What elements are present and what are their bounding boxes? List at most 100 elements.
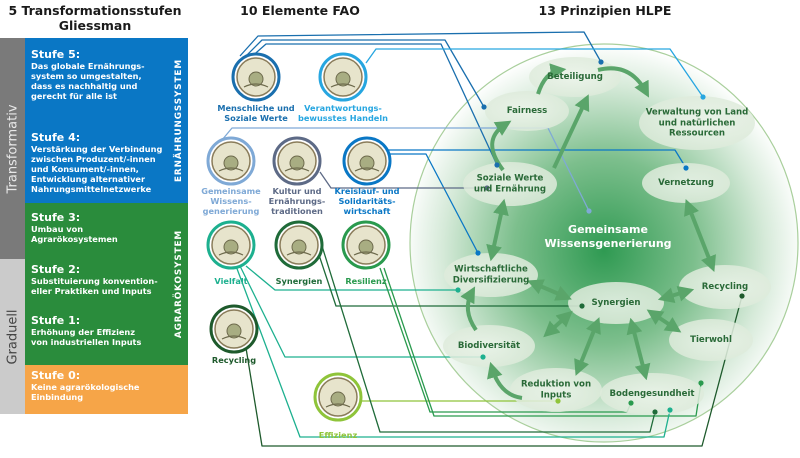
fao-element-verantwortungs-bewusstes-handeln bbox=[318, 52, 368, 102]
connector-line bbox=[247, 43, 498, 166]
principle-ellipse bbox=[639, 96, 755, 150]
principle-arrow bbox=[543, 310, 573, 338]
connector-dot bbox=[698, 380, 704, 386]
fao-element-menschliche-und-soziale-werte bbox=[231, 52, 281, 102]
stage-0: Stufe 0: Keine agrarökologische Einbindu… bbox=[31, 369, 171, 402]
principle-bodengesundheit: Bodengesundheit bbox=[609, 388, 695, 399]
connector-line bbox=[319, 171, 487, 189]
connector-dot bbox=[586, 208, 592, 214]
principle-verwaltung-von-land-und-natuerlichen-ressourcen: Verwaltung von Land und natürlichen Ress… bbox=[645, 107, 749, 139]
principle-ellipse bbox=[443, 325, 535, 367]
fao-element-recycling bbox=[209, 304, 259, 354]
fao-element-resilienz bbox=[341, 220, 391, 270]
connector-dot bbox=[628, 400, 634, 406]
fao-label: Kreislauf- und Solidaritäts- wirtschaft bbox=[334, 186, 400, 216]
principle-arrow bbox=[574, 317, 601, 376]
stage-5: Stufe 5: Das globale Ernährungs- system … bbox=[31, 48, 171, 101]
principle-beteiligung: Beteiligung bbox=[547, 71, 603, 82]
apple-cycle-icon bbox=[354, 155, 380, 172]
fao-label: Recycling bbox=[211, 355, 257, 365]
stage-title: Stufe 4: bbox=[31, 131, 81, 144]
principle-ellipse bbox=[568, 282, 664, 324]
principle-ellipse bbox=[463, 162, 557, 206]
transformativ-band: Transformativ bbox=[0, 38, 25, 259]
principle-ellipse bbox=[600, 373, 704, 415]
connector-line bbox=[243, 39, 485, 108]
sun-sprout-icon bbox=[353, 239, 379, 256]
connector-dot bbox=[598, 59, 604, 65]
stage-desc: Verstärkung der Verbindung zwischen Prod… bbox=[31, 144, 163, 194]
principle-arrow bbox=[460, 286, 478, 332]
stage-desc: Erhöhung der Effizienz von industriellen… bbox=[31, 327, 142, 347]
principle-arrow bbox=[684, 199, 716, 272]
stage-desc: Substituierung konvention- eller Praktik… bbox=[31, 276, 158, 296]
connector-dot bbox=[700, 94, 706, 100]
principle-reduktion-von-inputs: Reduktion von Inputs bbox=[520, 379, 592, 401]
principle-arrow bbox=[646, 309, 682, 333]
fao-label: Menschliche und Soziale Werte bbox=[217, 103, 295, 123]
principle-arrow bbox=[487, 361, 523, 400]
fao-element-kultur-und-ernaehrungs-traditionen bbox=[272, 136, 322, 186]
connector-dot bbox=[480, 354, 486, 360]
gears-icon bbox=[286, 239, 312, 256]
stage-title: Stufe 0: bbox=[31, 369, 81, 382]
connector-line bbox=[321, 245, 656, 433]
stage-1: Stufe 1: Erhöhung der Effizienz von indu… bbox=[31, 314, 171, 347]
no-integration-box: Stufe 0: Keine agrarökologische Einbindu… bbox=[25, 365, 188, 414]
principle-arrow bbox=[490, 120, 512, 172]
stage-title: Stufe 1: bbox=[31, 314, 81, 327]
fao-label: Verantwortungs- bewusstes Handeln bbox=[298, 103, 388, 123]
principle-recycling: Recycling bbox=[701, 281, 749, 292]
stage-desc: Das globale Ernährungs- system so umgest… bbox=[31, 61, 145, 101]
connector-line bbox=[315, 245, 582, 307]
fao-label: Effizienz bbox=[318, 430, 358, 440]
cutlery-icon bbox=[284, 155, 310, 172]
connector-dot bbox=[555, 398, 561, 404]
connector-line bbox=[245, 265, 458, 291]
connector-line bbox=[388, 153, 479, 254]
principle-arrow bbox=[597, 66, 650, 98]
fao-element-effizienz bbox=[313, 372, 363, 422]
connector-dot bbox=[475, 250, 481, 256]
stage-title: Stufe 3: bbox=[31, 211, 81, 224]
principle-synergien: Synergien bbox=[591, 297, 641, 308]
agroecosystem-box: Stufe 3: Umbau von Agrarökosystemen Stuf… bbox=[25, 203, 188, 365]
principle-fairness: Fairness bbox=[506, 105, 548, 116]
principle-ellipse bbox=[669, 319, 753, 361]
people-hand-icon bbox=[243, 71, 269, 88]
connector-dot bbox=[484, 185, 490, 191]
fao-label: Kultur und Ernährungs- traditionen bbox=[268, 186, 326, 216]
food-system-box: Stufe 5: Das globale Ernährungs- system … bbox=[25, 38, 188, 203]
stage-4: Stufe 4: Verstärkung der Verbindung zwis… bbox=[31, 131, 171, 194]
principle-arrow bbox=[486, 198, 509, 262]
stage-title: Stufe 2: bbox=[31, 263, 81, 276]
principle-ellipse bbox=[642, 163, 730, 203]
header-fao: 10 Elemente FAO bbox=[240, 3, 360, 18]
connector-line bbox=[245, 295, 743, 447]
stage-2: Stufe 2: Substituierung konvention- elle… bbox=[31, 263, 171, 296]
fao-element-synergien bbox=[274, 220, 324, 270]
fao-label: Synergien bbox=[275, 276, 323, 286]
principle-ellipse bbox=[510, 368, 602, 412]
principle-soziale-werte-und-ernaehrung: Soziale Werte und Ernährung bbox=[473, 173, 547, 195]
connector-dot bbox=[579, 303, 585, 309]
fao-label: Resilienz bbox=[345, 276, 387, 286]
principle-gemeinsame-wissensgenerierung: Gemeinsame Wissensgenerierung bbox=[544, 223, 672, 250]
connector-line bbox=[239, 265, 483, 358]
principle-tierwohl: Tierwohl bbox=[690, 334, 732, 345]
principle-arrow bbox=[626, 317, 651, 381]
principle-arrow bbox=[657, 286, 695, 303]
principle-arrow bbox=[527, 279, 572, 301]
connector-dot bbox=[652, 409, 658, 415]
tree-knowledge-icon bbox=[218, 155, 244, 172]
header-hlpe: 13 Prinzipien HLPE bbox=[538, 3, 672, 18]
fao-label: Gemeinsame Wissens- generierung bbox=[201, 186, 261, 216]
connector-line bbox=[221, 127, 590, 212]
principle-ellipse bbox=[679, 265, 771, 309]
fao-element-kreislauf-und-solidaritaets-wirtschaft bbox=[342, 136, 392, 186]
connector-dot bbox=[667, 407, 673, 413]
stage-3: Stufe 3: Umbau von Agrarökosystemen bbox=[31, 211, 171, 244]
stage-desc: Keine agrarökologische Einbindung bbox=[31, 382, 140, 402]
principle-arrow bbox=[552, 94, 590, 169]
